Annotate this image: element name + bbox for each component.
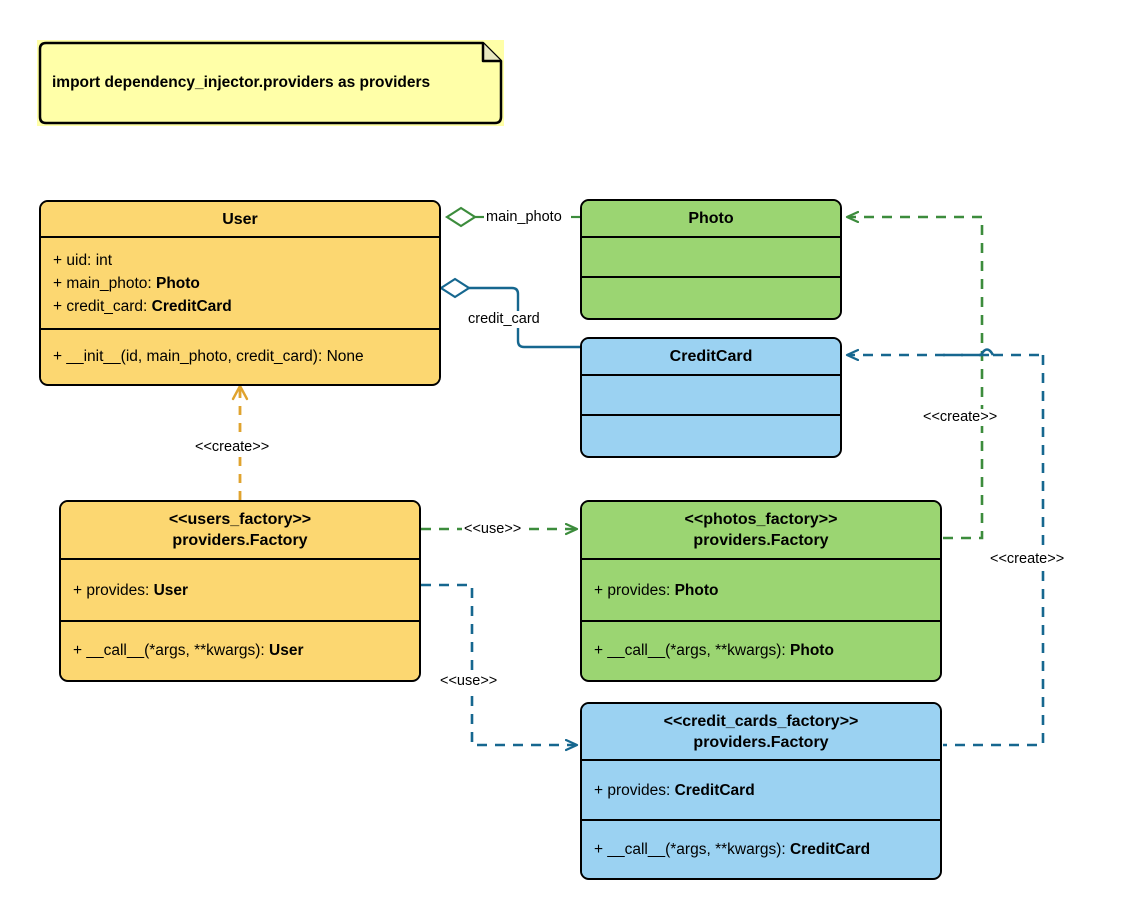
attr-label: credit_card:	[66, 297, 152, 315]
attr-type: User	[153, 581, 189, 599]
class-credit-card-attributes-compartment	[582, 376, 840, 416]
class-photos-factory-stereotype: <<photos_factory>>	[684, 511, 838, 528]
class-credit-cards-factory-attribute-row: + provides: CreditCard	[582, 779, 940, 802]
class-credit-cards-factory-attributes-compartment: + provides: CreditCard	[582, 761, 940, 821]
attr-visibility: +	[53, 297, 63, 315]
class-photo-name: Photo	[688, 210, 734, 227]
class-credit-cards-factory-title-compartment: <<credit_cards_factory>> providers.Facto…	[582, 704, 940, 761]
class-credit-cards-factory-stereotype: <<credit_cards_factory>>	[663, 712, 859, 730]
class-user-method-row: + __init__(id, main_photo, credit_card):…	[41, 345, 439, 368]
edge-label-use-photos-factory: <<use>>	[462, 521, 524, 538]
class-users-factory-methods-compartment: + __call__(*args, **kwargs): User	[61, 622, 419, 679]
class-photos-factory-attributes-compartment: + provides: Photo	[582, 560, 940, 622]
class-user-attribute-row: + main_photo: Photo	[41, 272, 439, 295]
class-user-methods-compartment: + __init__(id, main_photo, credit_card):…	[41, 330, 439, 383]
attr-visibility: +	[53, 274, 63, 292]
class-credit-card-methods-compartment	[582, 416, 840, 455]
attr-label: provides:	[86, 581, 154, 599]
method-type: Photo	[790, 642, 834, 659]
edge-label-create-photo: <<create>>	[921, 409, 1000, 426]
attr-type: CreditCard	[151, 297, 232, 315]
attr-visibility: +	[594, 581, 604, 599]
attr-visibility: +	[53, 251, 63, 269]
class-users-factory-title-compartment: <<users_factory>> providers.Factory	[61, 502, 419, 560]
class-photo-title-compartment: Photo	[582, 201, 840, 238]
class-photo-attributes-compartment	[582, 238, 840, 278]
class-user-title-compartment: User	[41, 202, 439, 238]
edge-photos-factory-create-photo	[848, 217, 984, 540]
method-type: CreditCard	[790, 840, 871, 858]
class-box-credit-cards-factory[interactable]: <<credit_cards_factory>> providers.Facto…	[580, 702, 942, 880]
method-visibility: +	[73, 642, 83, 659]
class-box-credit-card[interactable]: CreditCard	[580, 337, 842, 458]
class-photos-factory-methods-compartment: + __call__(*args, **kwargs): Photo	[582, 622, 940, 679]
method-type: User	[269, 642, 304, 659]
class-photos-factory-name: providers.Factory	[693, 532, 829, 549]
note-shape-icon	[38, 41, 503, 125]
class-users-factory-stereotype: <<users_factory>>	[168, 511, 312, 528]
class-credit-card-title-compartment: CreditCard	[582, 339, 840, 376]
attr-label: provides:	[607, 581, 675, 599]
method-label: __init__(id, main_photo, credit_card): N…	[66, 348, 364, 365]
method-visibility: +	[53, 348, 63, 365]
method-label: __call__(*args, **kwargs):	[86, 642, 270, 659]
note-text: import dependency_injector.providers as …	[52, 74, 431, 91]
method-label: __call__(*args, **kwargs):	[607, 840, 791, 858]
attr-type: CreditCard	[674, 781, 755, 799]
attr-visibility: +	[594, 781, 604, 799]
class-credit-cards-factory-method-row: + __call__(*args, **kwargs): CreditCard	[582, 838, 940, 861]
edge-users-factory-use-credit-cards-factory	[421, 583, 576, 745]
class-users-factory-name: providers.Factory	[172, 532, 308, 549]
class-box-photos-factory[interactable]: <<photos_factory>> providers.Factory + p…	[580, 500, 942, 682]
attr-type: Photo	[156, 274, 200, 292]
edge-label-create-user: <<create>>	[193, 439, 272, 456]
class-photo-methods-compartment	[582, 278, 840, 317]
attr-label: uid:	[66, 251, 96, 269]
class-box-photo[interactable]: Photo	[580, 199, 842, 320]
method-label: __call__(*args, **kwargs):	[607, 642, 791, 659]
aggregation-diamond-blue	[438, 277, 472, 299]
class-box-user[interactable]: User + uid: int + main_photo: Photo + cr…	[39, 200, 441, 386]
class-users-factory-attributes-compartment: + provides: User	[61, 560, 419, 622]
attr-label: main_photo:	[66, 274, 156, 292]
class-credit-cards-factory-methods-compartment: + __call__(*args, **kwargs): CreditCard	[582, 821, 940, 877]
method-visibility: +	[594, 840, 604, 858]
import-note: import dependency_injector.providers as …	[37, 40, 504, 126]
class-users-factory-attribute-row: + provides: User	[61, 579, 419, 602]
class-photos-factory-title-compartment: <<photos_factory>> providers.Factory	[582, 502, 940, 560]
class-photos-factory-method-row: + __call__(*args, **kwargs): Photo	[582, 639, 940, 662]
edge-label-create-credit-card: <<create>>	[988, 551, 1067, 568]
class-users-factory-method-row: + __call__(*args, **kwargs): User	[61, 639, 419, 662]
edge-label-credit-card: credit_card	[466, 311, 542, 328]
class-user-attribute-row: + credit_card: CreditCard	[41, 295, 439, 318]
class-box-users-factory[interactable]: <<users_factory>> providers.Factory + pr…	[59, 500, 421, 682]
attr-visibility: +	[73, 581, 83, 599]
class-photos-factory-attribute-row: + provides: Photo	[582, 579, 940, 602]
edge-label-use-credit-cards-factory: <<use>>	[438, 673, 500, 690]
attr-type: int	[95, 251, 113, 269]
attr-type: Photo	[674, 581, 719, 599]
class-credit-cards-factory-name: providers.Factory	[693, 733, 829, 751]
aggregation-diamond-green	[444, 206, 478, 228]
method-visibility: +	[594, 642, 604, 659]
edge-label-main-photo: main_photo	[484, 209, 564, 226]
class-user-attributes-compartment: + uid: int + main_photo: Photo + credit_…	[41, 238, 439, 330]
class-user-name: User	[222, 210, 258, 228]
class-credit-card-name: CreditCard	[669, 348, 753, 365]
class-user-attribute-row: + uid: int	[41, 249, 439, 272]
attr-label: provides:	[607, 781, 675, 799]
